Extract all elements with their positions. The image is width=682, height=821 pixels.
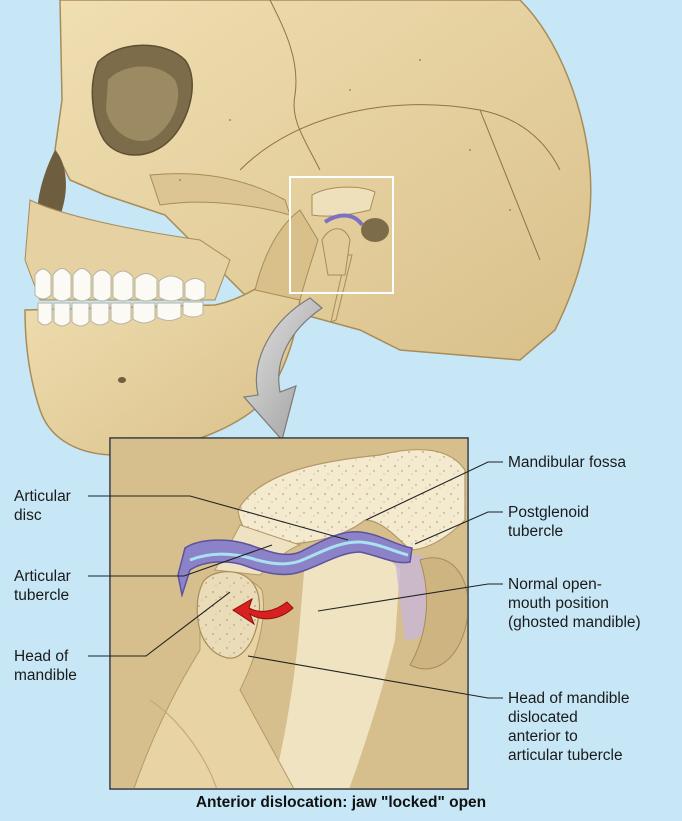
mental-foramen [118,377,126,383]
label-dislocated-head: Head of mandible dislocated anterior to … [508,689,630,765]
figure-caption: Anterior dislocation: jaw "locked" open [0,794,682,812]
label-postglenoid-tubercle: Postglenoid tubercle [508,503,589,541]
label-mandibular-fossa: Mandibular fossa [508,453,626,472]
label-ghosted-mandible: Normal open- mouth position (ghosted man… [508,575,641,632]
skull [25,0,591,455]
inset-panel [110,438,468,800]
label-articular-disc: Articular disc [14,487,71,525]
label-head-of-mandible: Head of mandible [14,647,77,685]
label-articular-tubercle: Articular tubercle [14,567,71,605]
external-acoustic-meatus [361,218,389,242]
